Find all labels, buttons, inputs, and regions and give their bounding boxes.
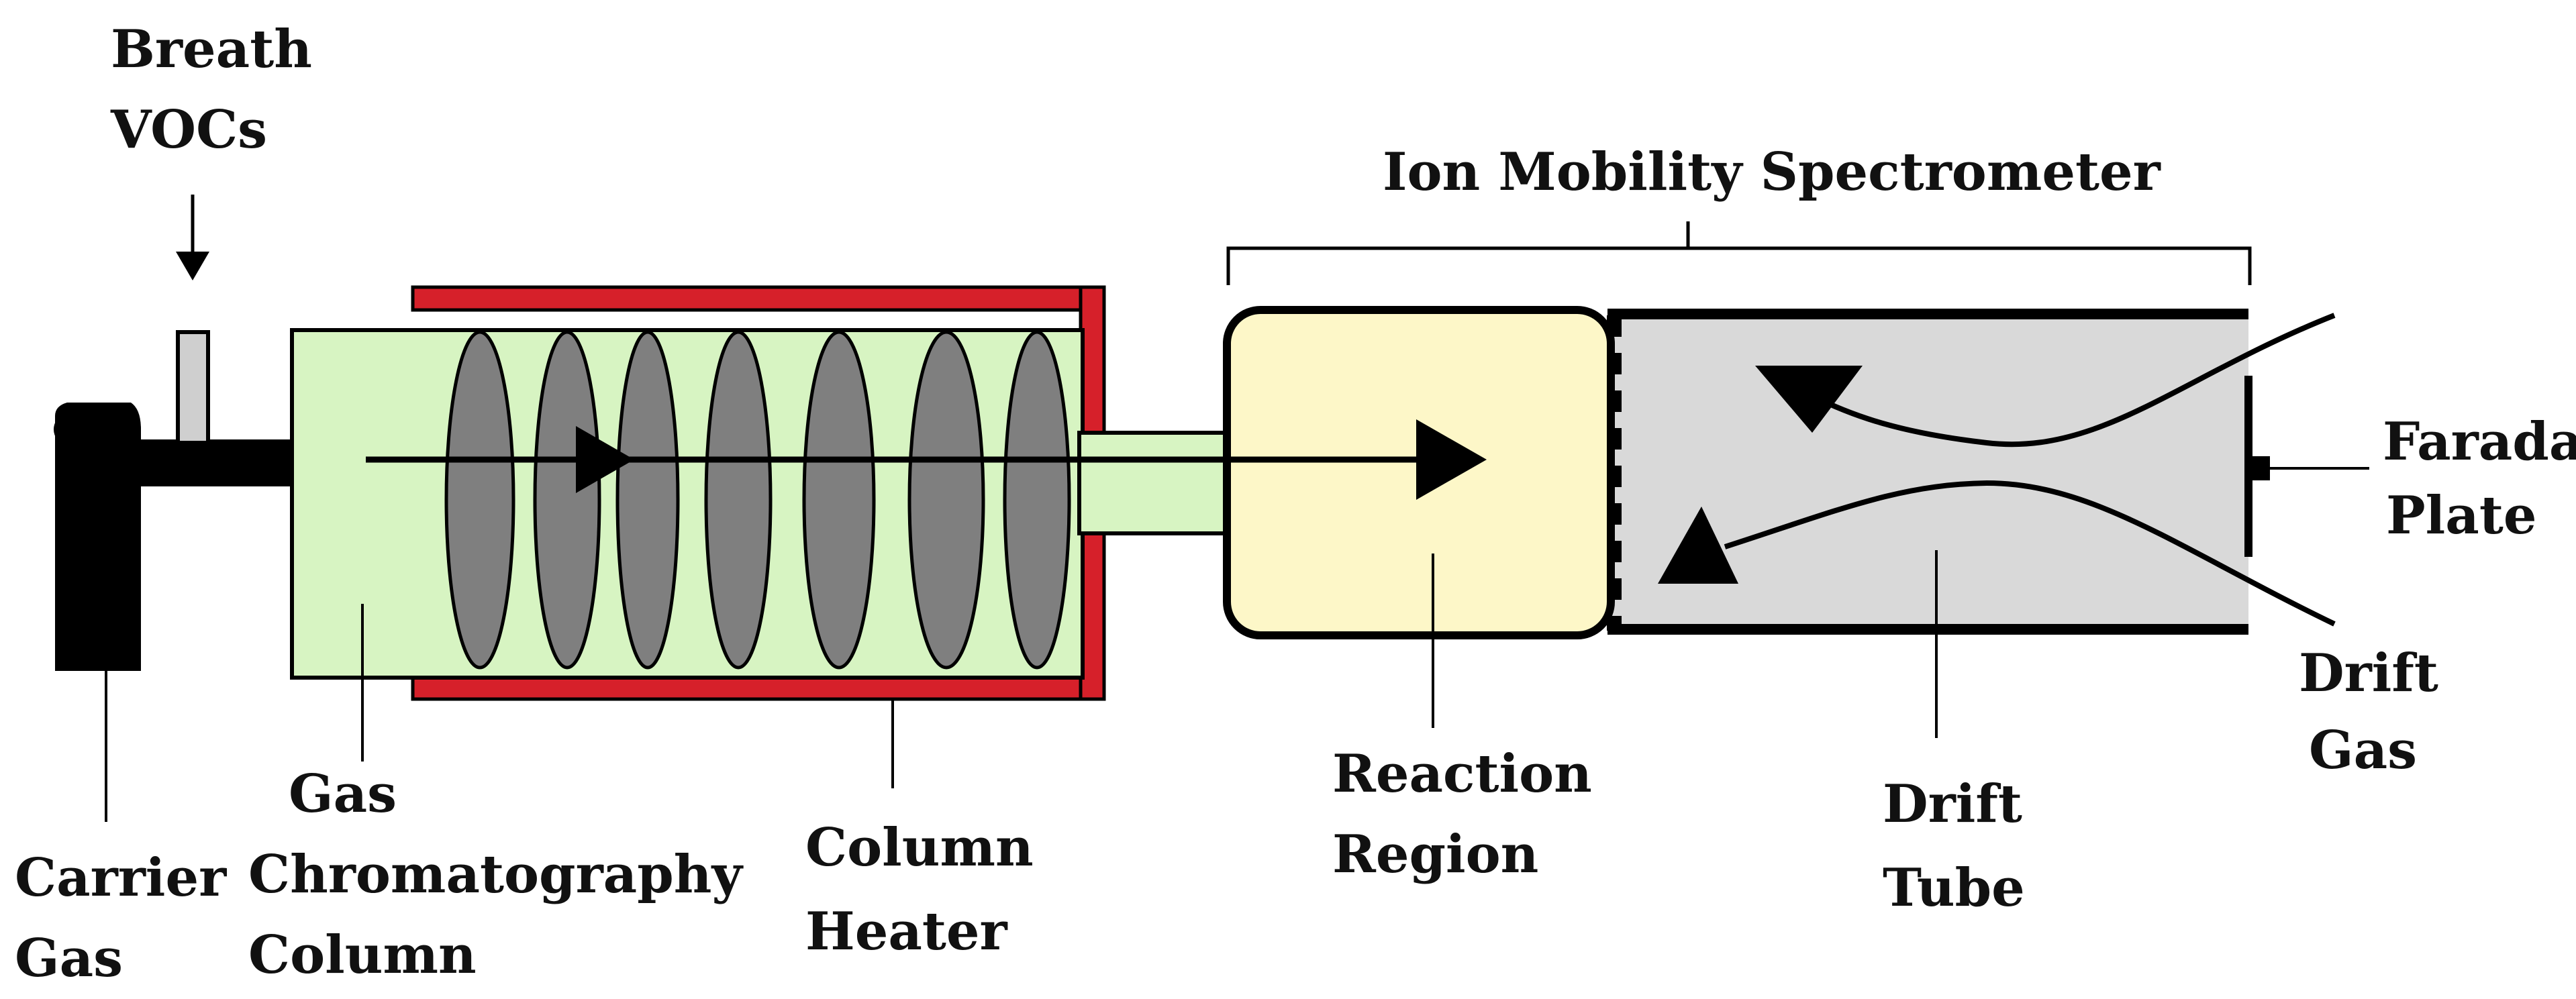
breath-vocs-inlet-port bbox=[176, 330, 210, 445]
ion-mobility-spectrometer-label: Ion Mobility Spectrometer bbox=[1383, 142, 2161, 203]
drift-tube-label: Drift Tube bbox=[1883, 774, 2040, 918]
drift-gas-upper-arrowhead bbox=[1755, 366, 1863, 433]
transfer-tube bbox=[1077, 431, 1237, 535]
breath-vocs-label: Breath VOCs bbox=[110, 19, 330, 160]
drift-gas-lower-arrowhead bbox=[1658, 507, 1738, 584]
carrier-gas-label: Carrier Gas bbox=[15, 847, 244, 989]
gas-chromatography-column-label: Gas Chromatography Column bbox=[248, 764, 760, 986]
column-heater-label: Column Heater bbox=[805, 817, 1052, 962]
leader-lines bbox=[105, 467, 2369, 822]
faraday-plate-connector bbox=[2250, 456, 2270, 480]
sample-flow-arrowhead-column bbox=[576, 426, 634, 493]
drift-gas-upper-curve bbox=[1811, 313, 2336, 448]
faraday-plate-label: Faraday Plate bbox=[2383, 411, 2576, 546]
breath-vocs-arrow bbox=[176, 195, 209, 280]
drift-gas-lower-curve bbox=[1724, 480, 2336, 627]
reaction-region-label: Reaction Region bbox=[1332, 743, 1610, 885]
carrier-gas-tank bbox=[54, 403, 141, 671]
column-coils bbox=[444, 330, 1071, 670]
sample-flow-arrowhead-ims bbox=[1416, 419, 1487, 500]
ion-mobility-spectrometer-bracket bbox=[1226, 221, 2252, 285]
drift-gas-label: Drift Gas bbox=[2299, 643, 2457, 781]
